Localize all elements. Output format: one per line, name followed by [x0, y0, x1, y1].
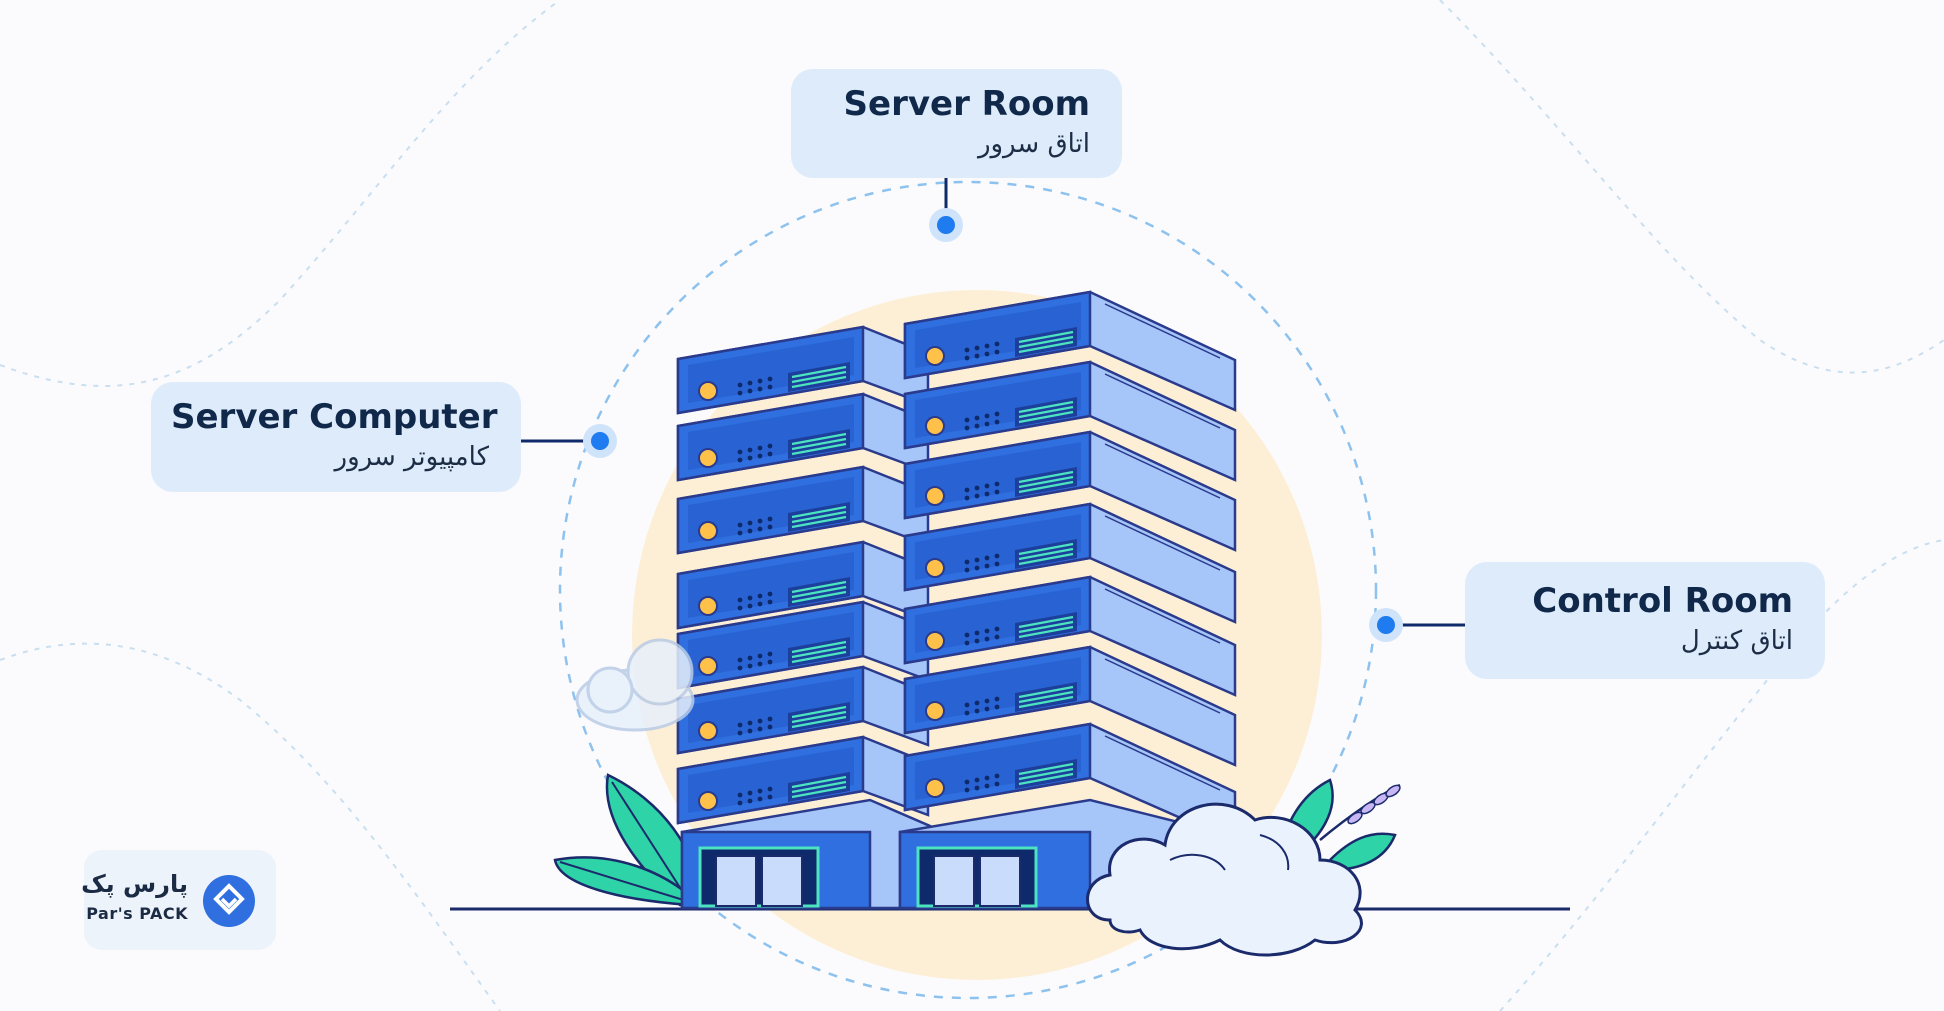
- cloud-icon: [1086, 802, 1363, 957]
- connector-server-room: [929, 178, 963, 242]
- server-room-subtitle: اتاق سرور: [977, 129, 1090, 159]
- connector-server-computer: [520, 424, 617, 458]
- server-room-title: Server Room: [843, 84, 1090, 124]
- control-room-subtitle: اتاق کنترل: [1680, 626, 1793, 656]
- label-control-room: Control Room اتاق کنترل: [1465, 562, 1825, 679]
- control-room-title: Control Room: [1532, 581, 1793, 621]
- leaf-icon: [553, 773, 704, 907]
- connector-control-room: [1369, 608, 1465, 642]
- cloud-icon: [575, 638, 695, 732]
- label-server-computer: Server Computer کامپیوتر سرور: [151, 382, 521, 492]
- server-computer-subtitle: کامپیوتر سرور: [334, 442, 489, 472]
- parspack-diamond-icon: [203, 875, 255, 927]
- parspack-logo-card: پارس پک Par's PACK: [81, 850, 276, 950]
- server-computer-title: Server Computer: [171, 397, 498, 437]
- logo-name-en: Par's PACK: [86, 904, 188, 923]
- orbit-circle: [558, 180, 1378, 1000]
- logo-name-fa: پارس پک: [81, 870, 188, 898]
- label-server-room: Server Room اتاق سرور: [791, 69, 1122, 178]
